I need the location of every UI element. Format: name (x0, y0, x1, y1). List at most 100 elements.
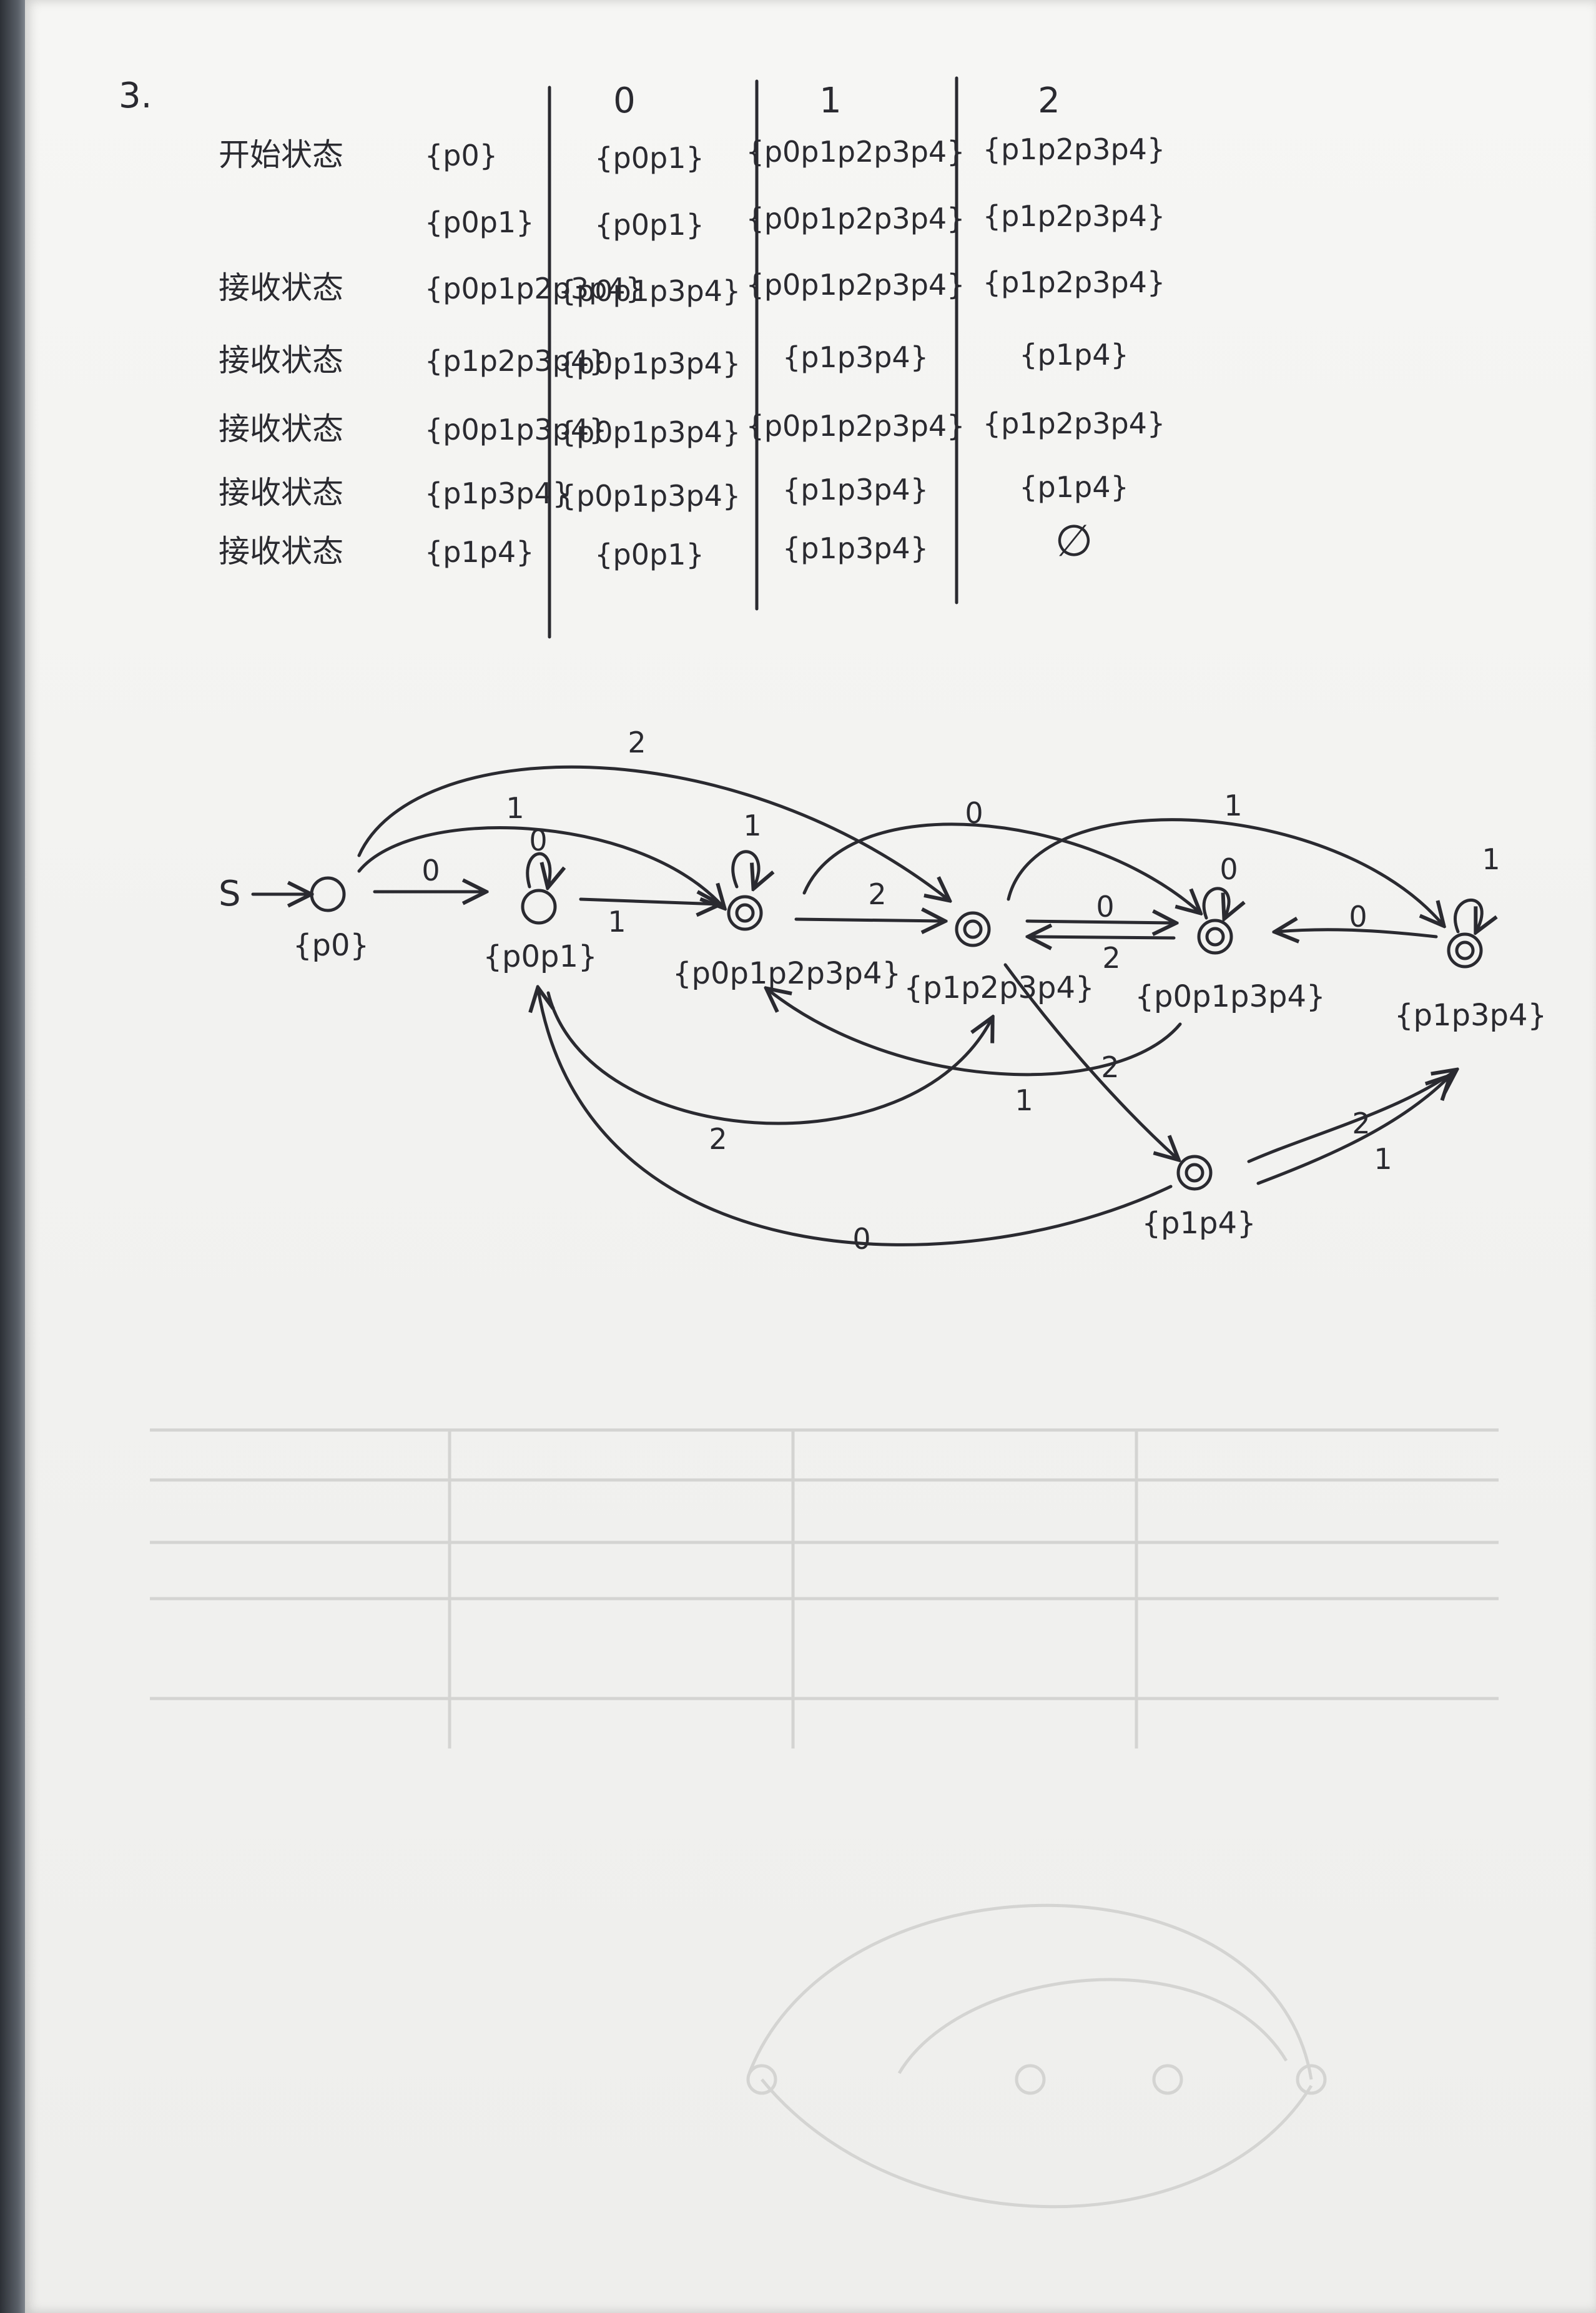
state-circle (727, 895, 763, 931)
transition-arrow (546, 991, 992, 1125)
accept-ring (735, 903, 755, 923)
table-row: {p0p1}{p0p1}{p0p1p2p3p4}{p1p2p3p4} (425, 199, 1165, 242)
transition-arrow (538, 990, 1173, 1246)
accept-ring (1455, 940, 1475, 960)
cell-on-2: {p1p2p3p4} (983, 132, 1165, 166)
transition-symbol: 0 (1219, 852, 1238, 886)
table-row: 接收状态{p1p3p4}{p0p1p3p4}{p1p3p4}{p1p4} (219, 470, 1129, 513)
row-label: 接收状态 (219, 475, 343, 511)
state-label: {p0p1} (483, 939, 597, 974)
cell-on-0: {p0p1} (594, 538, 704, 571)
transition-edge: 0 (802, 796, 1199, 912)
transition-edge: 2 (357, 726, 948, 899)
transition-arrow (357, 765, 948, 899)
cell-on-2: {p1p2p3p4} (983, 265, 1165, 299)
cell-on-1: {p0p1p2p3p4} (746, 202, 965, 235)
state-label: {p1p2p3p4} (904, 970, 1094, 1005)
transition-symbol: 1 (506, 791, 524, 825)
state-label: {p0p1p3p4} (1135, 979, 1325, 1014)
state-circle (1197, 919, 1233, 955)
row-label: 接收状态 (219, 411, 343, 447)
transition-arrow (794, 919, 943, 921)
transition-edge: 1 (1454, 842, 1500, 932)
transition-symbol: 0 (1096, 890, 1114, 924)
cell-on-1: {p1p3p4} (782, 340, 929, 374)
cell-on-2: {p1p4} (1019, 470, 1128, 504)
cell-on-1: {p0p1p2p3p4} (746, 268, 965, 302)
transition-arrow (802, 822, 1199, 912)
state-label: {p1p4} (1141, 1206, 1256, 1241)
accept-ring (963, 919, 983, 939)
transition-arrow (731, 850, 759, 887)
transition-arrow (1202, 887, 1229, 918)
transition-edge: 1 (1256, 1077, 1449, 1185)
state-node: {p0} (293, 876, 369, 963)
transition-symbol: 0 (1349, 900, 1367, 934)
cell-on-0: {p0p1p3p4} (558, 347, 741, 380)
transition-edge: 1 (1007, 789, 1442, 924)
cell-on-1: {p1p3p4} (782, 531, 929, 565)
transition-edge: 1 (731, 809, 762, 887)
transition-edge: 1 (768, 990, 1182, 1117)
row-state: {p0} (425, 139, 498, 172)
row-label: 开始状态 (219, 137, 343, 173)
state-node: {p1p2p3p4} (904, 911, 1095, 1005)
transition-symbol: 2 (709, 1122, 727, 1156)
accept-ring (1205, 927, 1225, 947)
transition-edge: 0 (1277, 900, 1438, 937)
table-header-2: 2 (1038, 81, 1060, 121)
transition-edge: 0 (1202, 852, 1238, 918)
cell-on-0: {p0p1} (594, 141, 704, 175)
row-state: {p1p4} (425, 535, 534, 569)
table-row: 接收状态{p0p1p3p4}{p0p1p3p4}{p0p1p2p3p4}{p1p… (219, 407, 1165, 449)
transition-arrow (1007, 818, 1442, 924)
transition-symbol: 1 (1015, 1083, 1033, 1117)
transition-edge: 1 (579, 899, 718, 939)
cell-on-0: {p0p1} (594, 208, 704, 242)
state-label: {p0p1p2p3p4} (672, 956, 901, 991)
state-circle (955, 911, 991, 947)
state-circle (1176, 1155, 1213, 1191)
cell-on-0: {p0p1p3p4} (558, 274, 741, 308)
transition-symbol: 0 (852, 1222, 870, 1256)
transition-edge: 1 (357, 791, 723, 907)
table-row: 开始状态{p0}{p0p1}{p0p1p2p3p4}{p1p2p3p4} (219, 132, 1165, 175)
transition-arrow (1256, 1077, 1449, 1185)
row-state: {p0p1p2p3p4} (425, 272, 644, 305)
cell-on-0: {p0p1p3p4} (558, 415, 741, 449)
transition-symbol: 1 (608, 905, 626, 939)
state-label: {p0} (293, 928, 369, 963)
state-node: {p0p1p3p4} (1135, 919, 1326, 1014)
transition-arrow (579, 899, 718, 904)
table-row: 接收状态{p1p4}{p0p1}{p1p3p4}∅ (219, 515, 1093, 571)
state-circle (521, 889, 557, 925)
state-node: {p0p1} (483, 889, 598, 974)
table-row: 接收状态{p1p2p3p4}{p0p1p3p4}{p1p3p4}{p1p4} (219, 338, 1129, 380)
state-node: {p1p4} (1141, 1155, 1256, 1241)
state-circle (310, 876, 346, 912)
state-node: {p0p1p2p3p4} (672, 895, 901, 991)
transition-symbol: 1 (1224, 789, 1242, 822)
cell-on-1: {p1p3p4} (782, 473, 929, 506)
table-header-1: 1 (819, 81, 842, 121)
transition-arrow (1454, 899, 1482, 932)
cell-on-1: {p0p1p2p3p4} (746, 409, 965, 443)
transition-edge: 0 (526, 824, 550, 887)
transition-arrow (526, 852, 550, 887)
transition-symbol: 2 (1102, 941, 1120, 975)
table-row: 接收状态 {p0p1p2p3p4}{p0p1p3p4}{p0p1p2p3p4} {p… (219, 265, 1165, 308)
row-label: 接收状态 (219, 342, 343, 378)
transition-symbol: 1 (1482, 842, 1500, 876)
transition-arrow (1030, 937, 1176, 938)
transition-edge: 0 (373, 854, 484, 892)
transition-symbol: 0 (529, 824, 547, 857)
state-node: {p1p3p4} (1394, 932, 1547, 1033)
transition-edge: 2 (1030, 937, 1176, 975)
transition-edge: 2 (1247, 1071, 1455, 1163)
cell-on-2: {p1p2p3p4} (983, 199, 1165, 233)
row-label: 接收状态 (219, 270, 343, 306)
state-circle (1447, 932, 1483, 969)
state-label: {p1p3p4} (1394, 998, 1547, 1033)
